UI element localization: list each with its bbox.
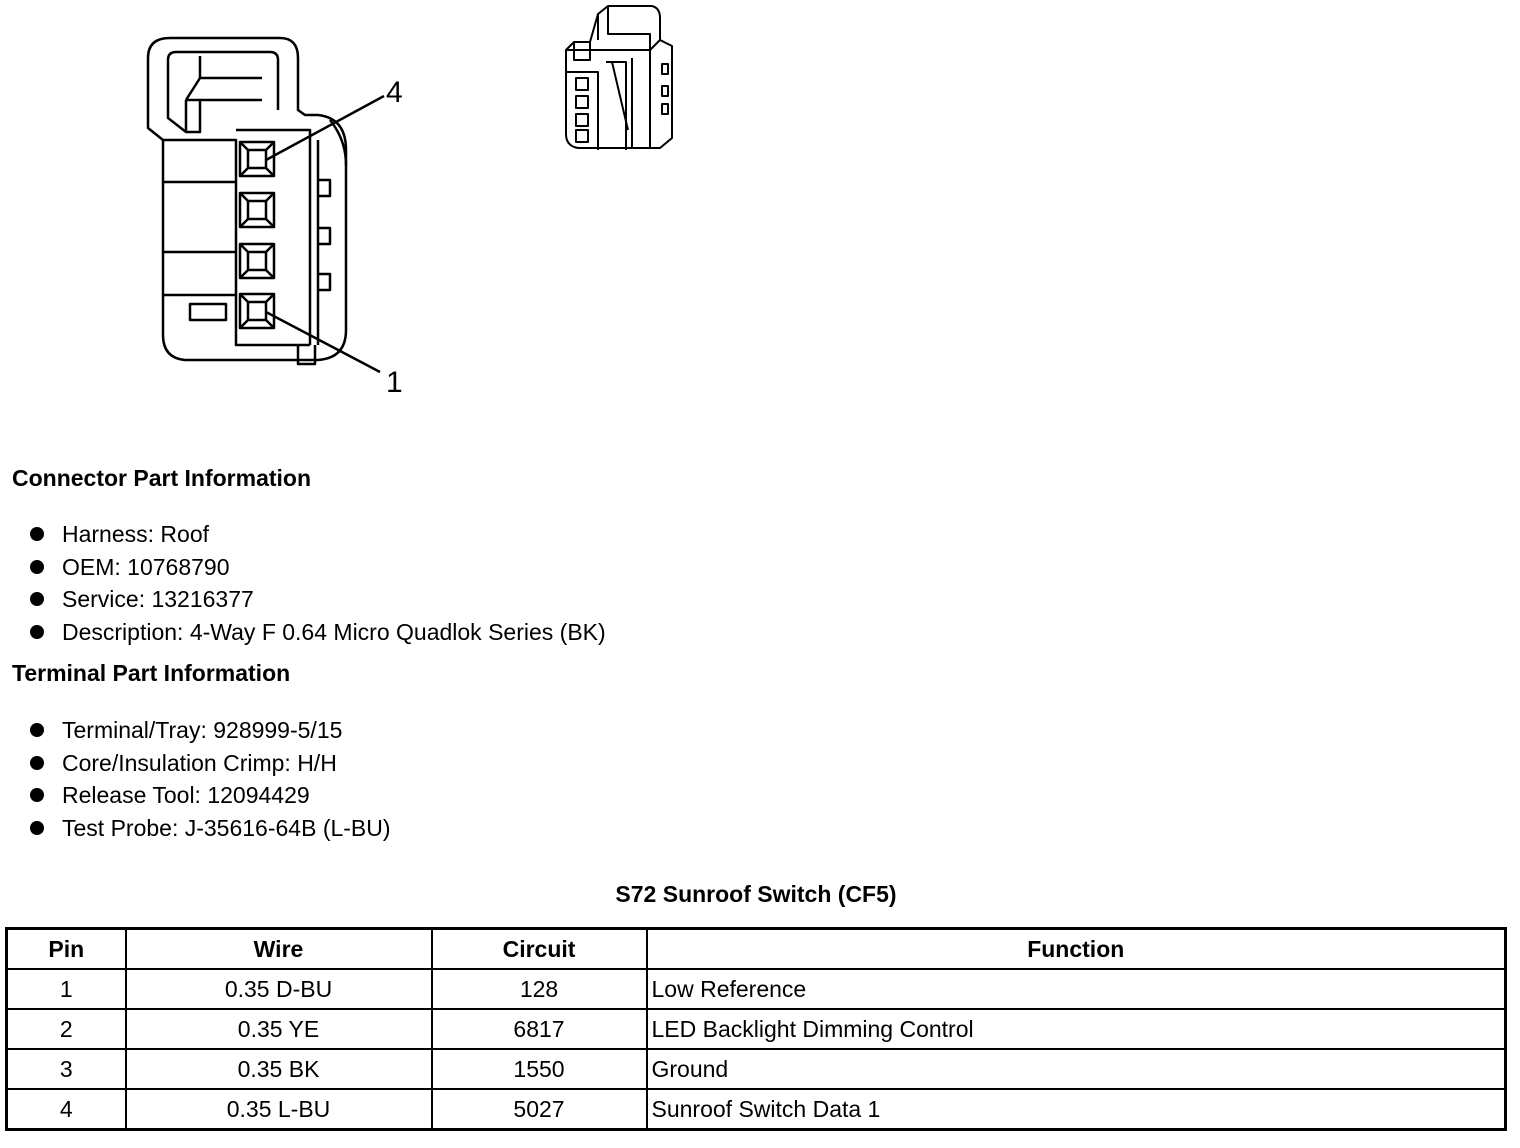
- connector-isometric-view: [565, 5, 673, 150]
- circuit-cell: 128: [430, 968, 648, 1010]
- pin-1-leader-line: [265, 310, 381, 374]
- table-row: 4 0.35 L-BU 5027 Sunroof Switch Data 1: [5, 1088, 1507, 1131]
- pin-cell: 2: [5, 1008, 127, 1050]
- function-cell: Low Reference: [645, 968, 1507, 1010]
- bullet-icon: [30, 788, 44, 803]
- list-item: OEM: 10768790: [0, 551, 606, 584]
- circuit-cell: 6817: [430, 1008, 648, 1050]
- list-item: Service: 13216377: [0, 583, 606, 616]
- table-row: 3 0.35 BK 1550 Ground: [5, 1048, 1507, 1090]
- pin-1-callout: 1: [386, 366, 403, 399]
- list-item: Core/Insulation Crimp: H/H: [0, 747, 391, 780]
- terminal-cavity-3: [238, 191, 276, 229]
- pin-cell: 1: [5, 968, 127, 1010]
- bullet-icon: [30, 527, 44, 541]
- pin-4-callout: 4: [386, 76, 403, 109]
- bullet-icon: [30, 723, 44, 737]
- wire-cell: 0.35 L-BU: [124, 1088, 433, 1131]
- terminal-cavity-1: [238, 292, 276, 330]
- connector-housing: [146, 36, 348, 366]
- table-row: 1 0.35 D-BU 128 Low Reference: [5, 968, 1507, 1010]
- pin-cell: 3: [5, 1048, 127, 1090]
- list-item: Test Probe: J-35616-64B (L-BU): [0, 812, 391, 845]
- terminal-info-list: Terminal/Tray: 928999-5/15 Core/Insulati…: [0, 714, 391, 845]
- column-header-circuit: Circuit: [430, 927, 648, 970]
- pinout-table: Pin Wire Circuit Function 1 0.35 D-BU 12…: [5, 927, 1507, 1131]
- table-title: S72 Sunroof Switch (CF5): [615, 881, 897, 907]
- connector-info-heading: Connector Part Information: [12, 465, 312, 491]
- table-row: 2 0.35 YE 6817 LED Backlight Dimming Con…: [5, 1008, 1507, 1050]
- function-cell: Sunroof Switch Data 1: [645, 1088, 1507, 1131]
- terminal-info-heading: Terminal Part Information: [12, 660, 291, 686]
- circuit-cell: 5027: [430, 1088, 648, 1131]
- bullet-icon: [30, 625, 44, 640]
- terminal-cavity-2: [238, 242, 276, 280]
- column-header-function: Function: [645, 927, 1507, 970]
- function-cell: Ground: [645, 1048, 1507, 1090]
- terminal-cavity-4: [238, 140, 276, 178]
- bullet-icon: [30, 821, 44, 836]
- table-header-row: Pin Wire Circuit Function: [5, 927, 1507, 970]
- pin-cell: 4: [5, 1088, 127, 1131]
- bullet-icon: [30, 755, 44, 770]
- connector-diagram: 4 1: [146, 5, 673, 399]
- wire-cell: 0.35 YE: [124, 1008, 433, 1050]
- wire-cell: 0.35 BK: [124, 1048, 433, 1090]
- list-item: Release Tool: 12094429: [0, 779, 391, 812]
- circuit-cell: 1550: [430, 1048, 648, 1090]
- connector-info-list: Harness: Roof OEM: 10768790 Service: 132…: [0, 518, 606, 649]
- bullet-icon: [30, 559, 44, 574]
- list-item: Harness: Roof: [0, 518, 606, 551]
- column-header-pin: Pin: [5, 927, 127, 970]
- pin-4-leader-line: [265, 94, 385, 162]
- list-item: Description: 4-Way F 0.64 Micro Quadlok …: [0, 616, 606, 649]
- wire-cell: 0.35 D-BU: [124, 968, 433, 1010]
- column-header-wire: Wire: [124, 927, 433, 970]
- function-cell: LED Backlight Dimming Control: [645, 1008, 1507, 1050]
- bullet-icon: [30, 592, 44, 607]
- list-item: Terminal/Tray: 928999-5/15: [0, 714, 391, 747]
